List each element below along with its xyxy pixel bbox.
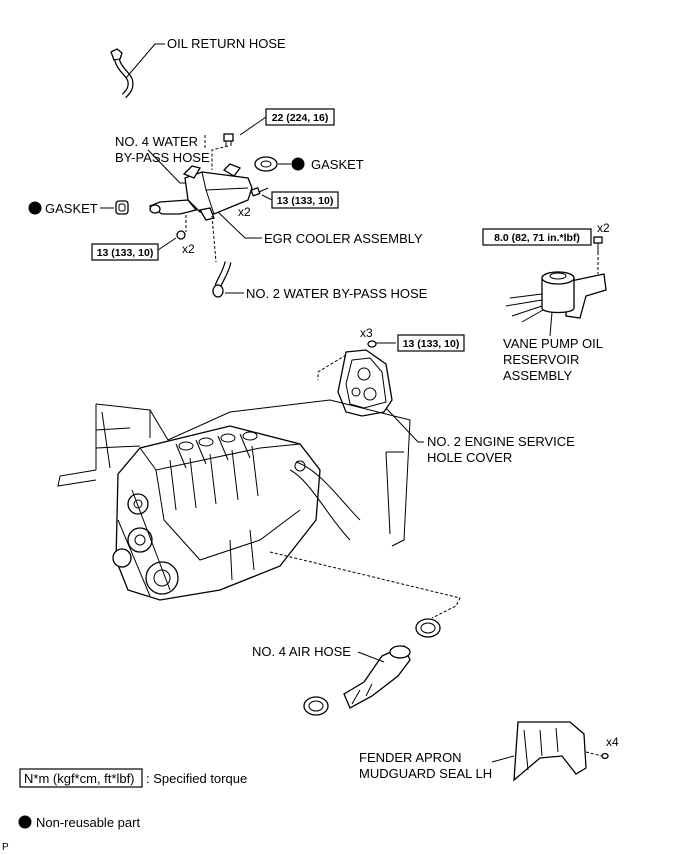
bolt-vane-pump — [593, 236, 603, 252]
oil-return-hose-label: OIL RETURN HOSE — [167, 36, 286, 51]
torque-egr-top: 22 (224, 16) — [272, 112, 329, 124]
torque-vane-pump: 8.0 (82, 71 in.*lbf) — [494, 232, 580, 244]
legend-torque-box — [19, 768, 143, 788]
gasket-right-label: GASKET — [311, 157, 364, 172]
torque-box-service-cover — [397, 334, 465, 352]
clamp-lower — [303, 696, 329, 716]
vane-pump-label-1: VANE PUMP OIL — [503, 336, 603, 351]
vane-pump-label-2: RESERVOIR — [503, 352, 579, 367]
torque-service-cover: 13 (133, 10) — [403, 338, 460, 350]
bolt-egr-right — [250, 186, 269, 197]
vane-pump-label-3: ASSEMBLY — [503, 368, 572, 383]
corner-mark: P — [2, 842, 9, 853]
no2-engine-service-hole-cover-part — [337, 349, 393, 417]
nonreusable-dot-gasket-left — [28, 201, 42, 215]
gasket-left-part — [115, 200, 129, 215]
no4-water-bypass-label-1: NO. 4 WATER — [115, 134, 198, 149]
no2-engine-service-label-2: HOLE COVER — [427, 450, 512, 465]
engine-assembly-illustration — [57, 399, 411, 601]
fender-apron-label-1: FENDER APRON — [359, 750, 462, 765]
qty-egr-right: x2 — [238, 205, 251, 219]
nonreusable-dot-gasket-right — [291, 157, 305, 171]
legend-torque-box-text: N*m (kgf*cm, ft*lbf) — [24, 771, 135, 786]
egr-cooler-label: EGR COOLER ASSEMBLY — [264, 231, 423, 246]
qty-egr-left: x2 — [182, 242, 195, 256]
fender-apron-mudguard-seal-part — [513, 721, 587, 782]
torque-box-egr-left — [91, 243, 159, 261]
oil-return-hose-part — [110, 43, 165, 99]
nut-egr-left — [176, 215, 187, 240]
egr-cooler-assembly-part — [148, 163, 253, 221]
fender-apron-label-2: MUDGUARD SEAL LH — [359, 766, 492, 781]
vane-pump-reservoir-part — [505, 271, 607, 323]
legend-nonreusable-dot — [18, 815, 32, 829]
no4-air-hose-label: NO. 4 AIR HOSE — [252, 644, 351, 659]
clip-fender — [601, 752, 609, 760]
torque-egr-left: 13 (133, 10) — [97, 247, 154, 259]
qty-service-cover: x3 — [360, 326, 373, 340]
bolt-egr-top — [223, 133, 234, 146]
gasket-left-label: GASKET — [45, 201, 98, 216]
clamp-upper — [415, 618, 441, 638]
no4-air-hose-part — [343, 645, 411, 709]
torque-egr-right: 13 (133, 10) — [277, 195, 334, 207]
legend-torque-description: : Specified torque — [146, 771, 247, 786]
qty-fender: x4 — [606, 735, 619, 749]
no2-engine-service-label-1: NO. 2 ENGINE SERVICE — [427, 434, 575, 449]
gasket-right-part — [254, 156, 278, 172]
legend-nonreusable-text: Non-reusable part — [36, 815, 140, 830]
qty-vane-pump: x2 — [597, 221, 610, 235]
no2-water-bypass-label: NO. 2 WATER BY-PASS HOSE — [246, 286, 428, 301]
no4-water-bypass-label-2: BY-PASS HOSE — [115, 150, 210, 165]
bolt-service-cover — [367, 340, 377, 348]
no2-water-bypass-hose-part — [212, 261, 232, 298]
torque-box-vane-pump — [482, 228, 592, 246]
